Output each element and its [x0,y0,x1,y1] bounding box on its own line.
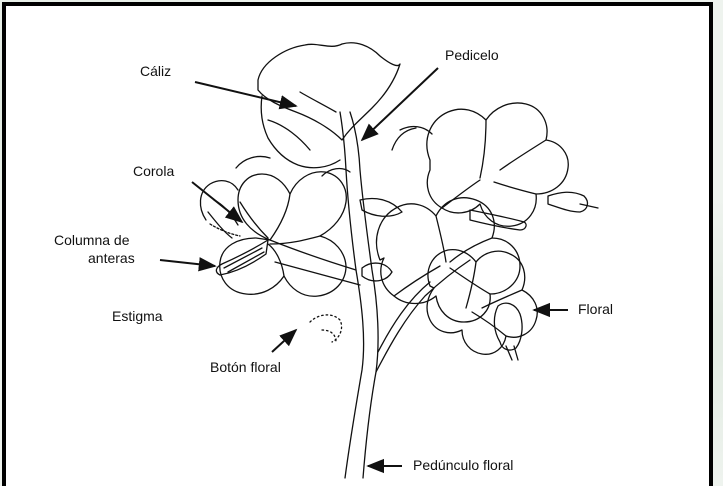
flower-upper-right [427,103,568,226]
arrow-boton [272,330,296,352]
label-corola: Corola [133,163,174,180]
label-floral: Floral [578,301,613,318]
bud-stippled [310,315,342,342]
label-columna-line1: Columna de [54,232,130,249]
label-caliz: Cáliz [140,63,171,80]
label-peduncolo-floral: Pedúnculo floral [413,457,513,474]
arrow-columna [160,260,215,266]
corolla-left [220,172,347,297]
arrow-corola [192,182,242,222]
anther-column [216,240,268,275]
label-columna-line2: anteras [88,250,135,267]
arrow-caliz [195,82,296,106]
label-estigma: Estigma [112,308,163,325]
label-pedicelo: Pedicelo [445,47,499,64]
label-boton-floral: Botón floral [210,359,281,376]
